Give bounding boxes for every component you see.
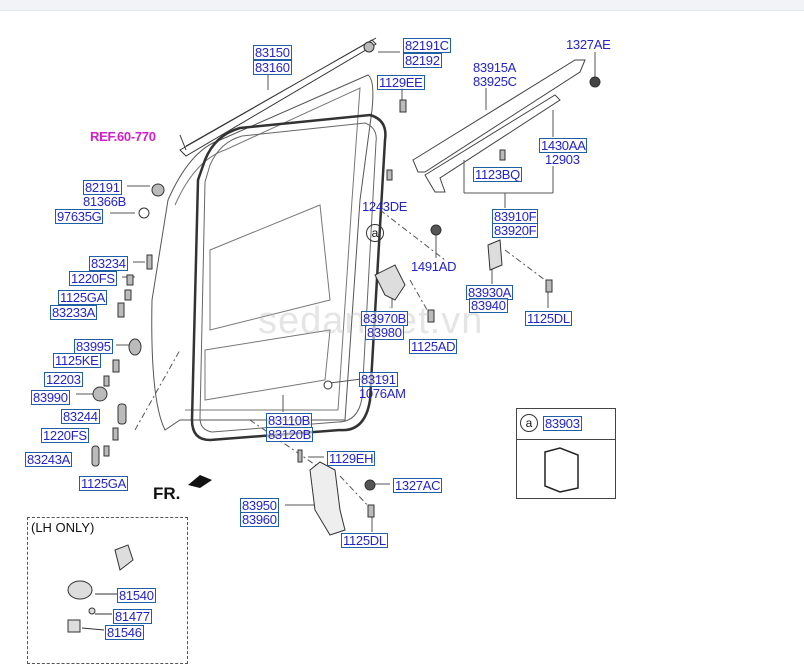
part-12203[interactable]: 12203 bbox=[44, 372, 83, 387]
part-1129EH[interactable]: 1129EH bbox=[327, 451, 376, 466]
part-83930A[interactable]: 83930A bbox=[466, 285, 514, 300]
detail-a-divider bbox=[517, 439, 615, 440]
part-83234[interactable]: 83234 bbox=[89, 256, 128, 271]
part-1220FS[interactable]: 1220FS bbox=[69, 271, 117, 286]
part-83233A[interactable]: 83233A bbox=[50, 305, 98, 320]
part-1491AD: 1491AD bbox=[411, 259, 457, 274]
part-83980[interactable]: 83980 bbox=[365, 325, 404, 340]
part-1125GA-lower[interactable]: 1125GA bbox=[79, 476, 128, 491]
detail-a-box-marker: a bbox=[520, 414, 538, 432]
detail-a-box bbox=[516, 408, 616, 499]
part-81540[interactable]: 81540 bbox=[117, 588, 156, 603]
front-marker: FR. bbox=[153, 484, 181, 503]
part-1125DL[interactable]: 1125DL bbox=[525, 311, 572, 326]
center-rail bbox=[412, 59, 586, 173]
part-83903[interactable]: 83903 bbox=[543, 416, 582, 431]
part-83244[interactable]: 83244 bbox=[61, 409, 100, 424]
part-1076AM: 1076AM bbox=[359, 386, 406, 401]
part-1125DL-lower[interactable]: 1125DL bbox=[341, 533, 388, 548]
part-1430AA[interactable]: 1430AA bbox=[539, 138, 588, 153]
part-1220FS-lower[interactable]: 1220FS bbox=[41, 428, 89, 443]
part-1125GA[interactable]: 1125GA bbox=[58, 290, 107, 305]
part-83920F[interactable]: 83920F bbox=[492, 223, 539, 238]
part-1327AE: 1327AE bbox=[566, 37, 611, 52]
part-81546[interactable]: 81546 bbox=[105, 625, 144, 640]
part-1123BQ[interactable]: 1123BQ bbox=[473, 167, 522, 182]
part-81477[interactable]: 81477 bbox=[113, 609, 152, 624]
part-83925C: 83925C bbox=[473, 74, 517, 89]
reference-label[interactable]: REF.60-770 bbox=[90, 129, 156, 144]
roller-bracket bbox=[487, 239, 503, 271]
lh-only-box bbox=[27, 517, 188, 664]
part-83243A[interactable]: 83243A bbox=[25, 452, 73, 467]
part-82191C[interactable]: 82191C bbox=[403, 38, 451, 53]
part-1125AD[interactable]: 1125AD bbox=[409, 339, 458, 354]
part-97635G[interactable]: 97635G bbox=[55, 209, 104, 224]
lh-only-label: (LH ONLY) bbox=[31, 520, 95, 535]
detail-a-marker: a bbox=[366, 224, 384, 242]
gasket-83903 bbox=[544, 447, 579, 493]
part-83940[interactable]: 83940 bbox=[469, 298, 508, 313]
part-1129EE[interactable]: 1129EE bbox=[377, 75, 425, 90]
part-83970B[interactable]: 83970B bbox=[361, 311, 409, 326]
part-12903: 12903 bbox=[545, 152, 580, 167]
part-83950[interactable]: 83950 bbox=[240, 498, 279, 513]
front-arrow bbox=[188, 475, 212, 488]
part-1125KE[interactable]: 1125KE bbox=[53, 353, 101, 368]
part-83191[interactable]: 83191 bbox=[359, 372, 398, 387]
part-1243DE: 1243DE bbox=[362, 199, 408, 214]
part-83960[interactable]: 83960 bbox=[240, 512, 279, 527]
part-83910F[interactable]: 83910F bbox=[492, 209, 539, 224]
weatherstrip bbox=[190, 113, 387, 442]
part-83160[interactable]: 83160 bbox=[253, 60, 292, 75]
part-83110B[interactable]: 83110B bbox=[266, 413, 313, 428]
part-82192[interactable]: 82192 bbox=[403, 53, 442, 68]
part-83120B[interactable]: 83120B bbox=[266, 427, 314, 442]
lower-rail bbox=[424, 94, 561, 193]
upper-rail bbox=[179, 37, 377, 157]
part-82191[interactable]: 82191 bbox=[83, 180, 122, 195]
part-83995[interactable]: 83995 bbox=[74, 339, 113, 354]
door-panel bbox=[151, 74, 374, 431]
part-81366B: 81366B bbox=[83, 194, 127, 209]
part-83150[interactable]: 83150 bbox=[253, 45, 292, 60]
browser-top-bar bbox=[0, 0, 804, 11]
hinge-bracket bbox=[374, 264, 406, 301]
part-1327AC[interactable]: 1327AC bbox=[393, 478, 443, 493]
part-83915A: 83915A bbox=[473, 60, 517, 75]
lower-hinge bbox=[309, 461, 346, 536]
part-83990[interactable]: 83990 bbox=[31, 390, 70, 405]
